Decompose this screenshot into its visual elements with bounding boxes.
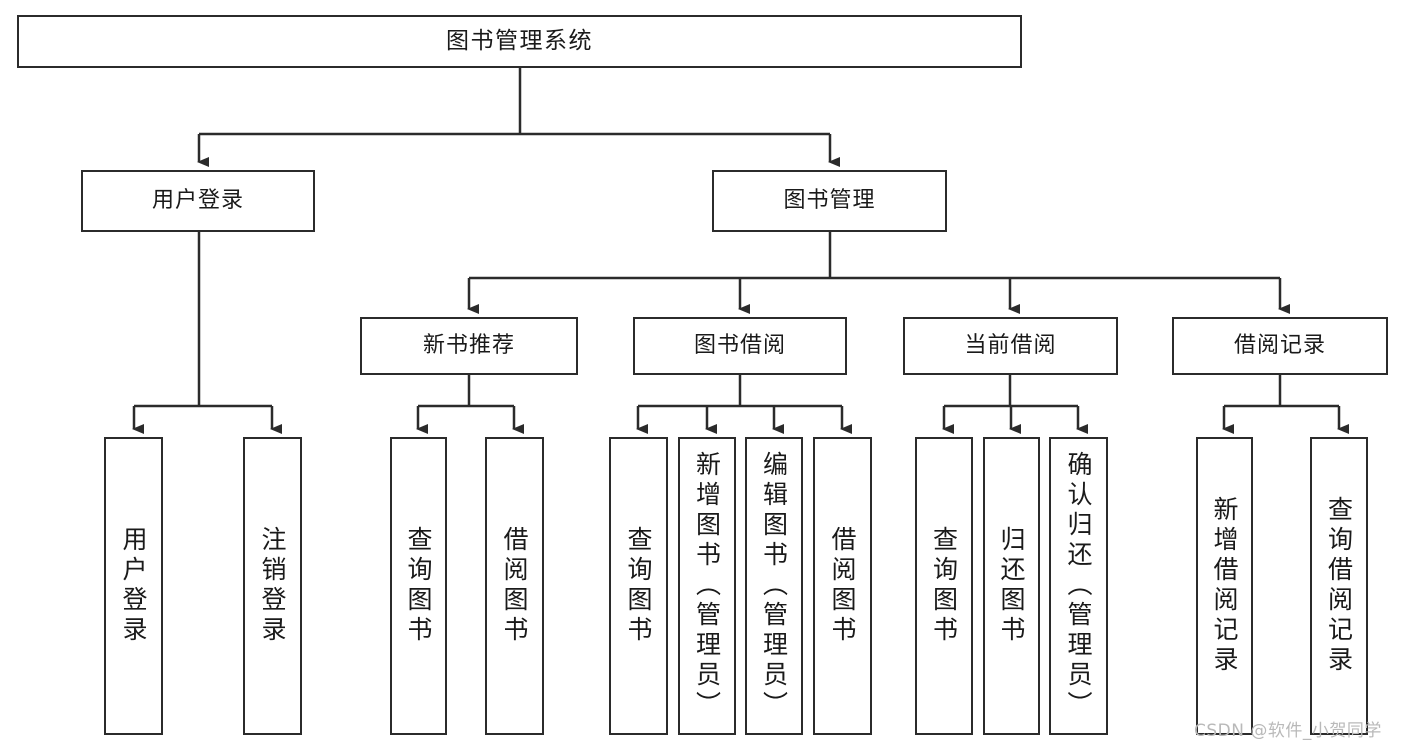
node-leaf-query-book-1[interactable]: 查询图书: [390, 437, 447, 735]
node-leaf-user-login[interactable]: 用户登录: [104, 437, 163, 735]
node-book-borrow[interactable]: 图书借阅: [633, 317, 847, 375]
node-borrow-record[interactable]: 借阅记录: [1172, 317, 1388, 375]
node-new-book-recommend[interactable]: 新书推荐: [360, 317, 578, 375]
node-label: 新增借阅记录: [1210, 496, 1239, 676]
node-label: 借阅图书: [828, 526, 857, 646]
node-label: 图书管理: [783, 188, 876, 214]
node-label: 注销登录: [258, 526, 287, 646]
node-leaf-logout-login[interactable]: 注销登录: [243, 437, 302, 735]
node-label: 确认归还（管理员）: [1064, 451, 1093, 721]
node-leaf-return-book[interactable]: 归还图书: [983, 437, 1040, 735]
node-leaf-confirm-return[interactable]: 确认归还（管理员）: [1049, 437, 1108, 735]
node-book-manage[interactable]: 图书管理: [712, 170, 947, 232]
csdn-watermark: CSDN @软件_小贺同学: [1194, 721, 1382, 741]
node-label: 当前借阅: [964, 333, 1057, 359]
node-label: 查询图书: [624, 526, 653, 646]
node-label: 用户登录: [119, 526, 148, 646]
node-leaf-add-record[interactable]: 新增借阅记录: [1196, 437, 1253, 735]
node-label: 查询借阅记录: [1324, 496, 1354, 676]
node-label: 新书推荐: [422, 333, 515, 359]
node-leaf-edit-book[interactable]: 编辑图书（管理员）: [745, 437, 803, 735]
node-leaf-query-book-2[interactable]: 查询图书: [609, 437, 668, 735]
node-label: 用户登录: [151, 188, 244, 214]
node-label: 编辑图书（管理员）: [759, 451, 789, 721]
node-label: 查询图书: [404, 526, 433, 646]
node-label: 图书借阅: [693, 333, 786, 359]
node-label: 查询图书: [929, 526, 959, 646]
node-leaf-borrow-book-2[interactable]: 借阅图书: [813, 437, 872, 735]
node-label: 新增图书（管理员）: [692, 451, 722, 721]
node-label: 借阅记录: [1233, 333, 1326, 359]
node-label: 借阅图书: [500, 526, 529, 646]
node-root-book-management-system[interactable]: 图书管理系统: [17, 15, 1022, 68]
node-label: 归还图书: [997, 526, 1026, 646]
node-leaf-query-book-3[interactable]: 查询图书: [915, 437, 973, 735]
node-leaf-query-record[interactable]: 查询借阅记录: [1310, 437, 1368, 735]
node-user-login[interactable]: 用户登录: [81, 170, 315, 232]
node-leaf-borrow-book-1[interactable]: 借阅图书: [485, 437, 544, 735]
node-label: 图书管理系统: [446, 28, 593, 55]
node-current-borrow[interactable]: 当前借阅: [903, 317, 1118, 375]
node-leaf-add-book[interactable]: 新增图书（管理员）: [678, 437, 736, 735]
